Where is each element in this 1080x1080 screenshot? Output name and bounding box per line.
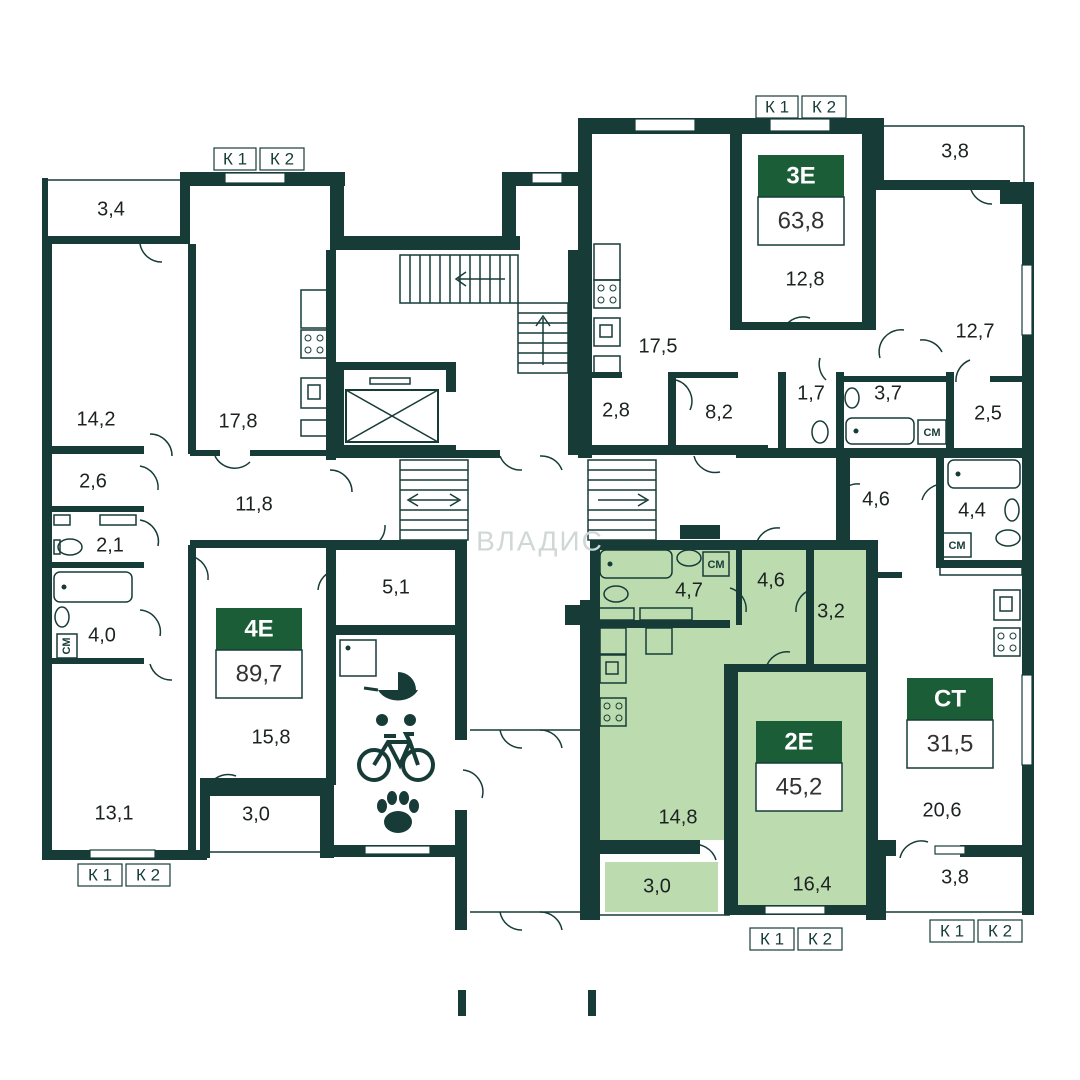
room-area: 15,8 <box>252 726 291 748</box>
room-area: 16,4 <box>793 873 832 895</box>
room-area: 8,2 <box>705 401 733 423</box>
svg-text:СМ: СМ <box>708 559 725 571</box>
apartment-area: 45,2 <box>776 773 823 800</box>
apartment-code: CT <box>934 685 966 712</box>
room-areas: 3,4 14,2 17,8 2,6 11,8 2,1 4,0 15,8 13,1… <box>77 140 1002 897</box>
washing-machine-icon: СМ <box>942 532 972 558</box>
room-area: 14,8 <box>659 806 698 828</box>
toilet-icon <box>603 585 629 603</box>
k-marker-bottom-right: К 1 К 2 <box>929 919 1023 943</box>
room-area: 4,6 <box>862 488 890 510</box>
fixtures: СМ СМ СМ СМ <box>53 243 1023 727</box>
paw-icon <box>377 791 419 833</box>
sink-icon <box>300 377 328 409</box>
k-marker-top-left: К 1 К 2 <box>213 147 305 171</box>
svg-text:СМ: СМ <box>924 427 941 439</box>
room-area: 13,1 <box>95 802 134 824</box>
svg-text:К 1: К 1 <box>223 149 247 168</box>
washing-machine-icon: СМ <box>702 551 730 577</box>
toilet-icon <box>995 529 1021 547</box>
svg-text:К 1: К 1 <box>765 97 789 116</box>
k-marker-bottom-left: К 1 К 2 <box>77 863 171 887</box>
room-area: 1,7 <box>797 382 825 404</box>
room-area: 11,8 <box>235 493 272 515</box>
elevator-icon <box>345 377 439 443</box>
room-area: 14,2 <box>77 408 116 430</box>
apartment-area: 31,5 <box>927 730 974 757</box>
k-marker-top-right: К 1 К 2 <box>755 95 847 119</box>
bathtub-icon <box>53 571 133 603</box>
stairs <box>399 254 657 541</box>
toilet-icon <box>811 420 829 444</box>
room-area: 3,8 <box>941 140 969 162</box>
stove-icon <box>599 697 627 727</box>
room-area: 2,6 <box>79 470 107 492</box>
sink-icon <box>593 317 621 347</box>
room-area: 12,8 <box>786 268 825 290</box>
room-area: 3,8 <box>941 866 969 888</box>
svg-text:К 2: К 2 <box>812 97 836 116</box>
stove-icon <box>993 627 1021 657</box>
room-area: 3,2 <box>817 600 845 622</box>
apartment-area: 63,8 <box>778 207 825 234</box>
svg-text:К 1: К 1 <box>760 929 784 948</box>
room-area: 3,7 <box>874 382 902 404</box>
room-area: 17,5 <box>639 335 678 357</box>
badge-2e: 2E 45,2 <box>755 721 843 812</box>
apartment-code: 3E <box>786 162 815 189</box>
doors <box>139 185 993 931</box>
washing-machine-icon: СМ <box>56 633 78 659</box>
room-area: 12,7 <box>956 320 995 342</box>
svg-text:СМ: СМ <box>61 638 73 655</box>
bathtub-icon <box>845 417 915 445</box>
k-markers: К 1 К 2 К 1 К 2 К 1 К 2 К 1 К 2 К 1 К 2 <box>77 95 1023 951</box>
room-area: 3,0 <box>242 803 270 825</box>
svg-text:К 2: К 2 <box>270 149 294 168</box>
watermark: ВЛАДИС <box>476 525 604 556</box>
svg-text:К 1: К 1 <box>88 865 112 884</box>
bathtub-icon <box>599 549 673 579</box>
room-area: 4,6 <box>757 569 785 591</box>
apartment-area: 89,7 <box>236 660 283 687</box>
room-area: 4,7 <box>675 579 703 601</box>
bicycle-icon <box>357 732 435 782</box>
shower-tray-icon <box>339 639 377 677</box>
badge-3e: 3E 63,8 <box>757 155 845 246</box>
sink-icon <box>993 589 1021 621</box>
walls <box>42 118 1034 1016</box>
svg-text:К 2: К 2 <box>988 921 1012 940</box>
stroller-icon <box>363 672 418 726</box>
toilet-icon <box>53 538 83 556</box>
windows <box>48 118 1033 916</box>
room-area: 4,0 <box>88 624 116 646</box>
svg-text:К 2: К 2 <box>136 865 160 884</box>
k-marker-bottom-center: К 1 К 2 <box>749 927 843 951</box>
washing-machine-icon: СМ <box>917 419 947 445</box>
room-area: 2,8 <box>602 399 630 421</box>
svg-text:СМ: СМ <box>949 540 966 552</box>
sink-icon <box>599 654 627 684</box>
room-area: 4,4 <box>958 499 986 521</box>
badge-4e: 4E 89,7 <box>215 608 303 699</box>
room-area: 3,4 <box>97 198 125 220</box>
room-area: 2,5 <box>974 402 1002 424</box>
bathtub-icon <box>947 459 1021 489</box>
stove-icon <box>300 329 328 359</box>
svg-text:К 2: К 2 <box>808 929 832 948</box>
stove-icon <box>593 279 621 309</box>
room-area: 3,0 <box>643 875 671 897</box>
room-area: 5,1 <box>382 576 410 598</box>
room-area: 2,1 <box>96 534 124 556</box>
apartment-code: 4E <box>244 615 273 642</box>
badge-ct: CT 31,5 <box>906 678 994 769</box>
svg-text:К 1: К 1 <box>940 921 964 940</box>
room-area: 17,8 <box>219 410 258 432</box>
room-area: 20,6 <box>923 799 962 821</box>
apartment-code: 2E <box>784 728 813 755</box>
